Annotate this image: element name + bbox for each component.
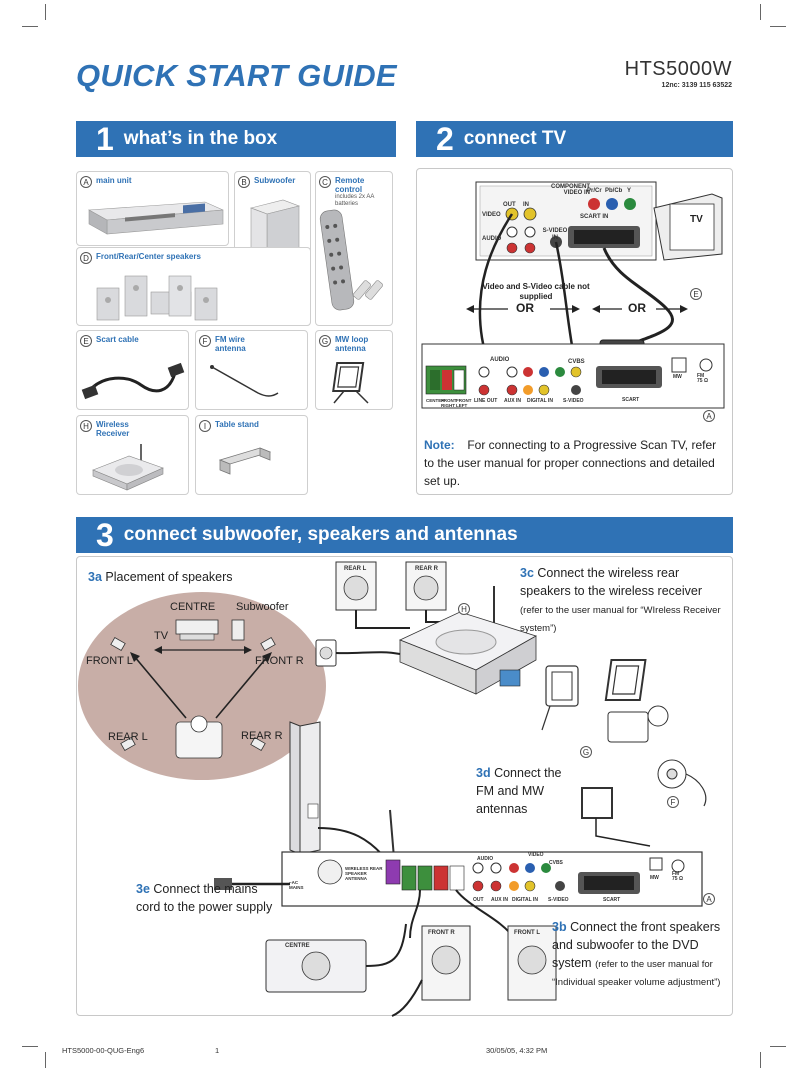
badge-icon: H (80, 420, 92, 432)
table-stand-illustration (218, 447, 272, 475)
badge-icon: G (580, 746, 592, 758)
section-title: connect subwoofer, speakers and antennas (123, 524, 518, 545)
crop-mark (760, 1052, 761, 1068)
section-number: 2 (436, 120, 454, 157)
step-3b: 3b Connect the front speakers and subwoo… (552, 920, 721, 988)
main-connection-diagram (214, 721, 703, 939)
badge-icon: F (667, 796, 679, 808)
scart-cable-illustration (81, 362, 185, 400)
badge-icon: D (80, 252, 92, 264)
crop-mark (760, 4, 761, 20)
crop-mark (45, 1052, 46, 1068)
footer-date: 30/05/05, 4:32 PM (486, 1046, 548, 1055)
badge-icon: C (319, 176, 331, 188)
note-text: For connecting to a Progressive Scan TV,… (424, 438, 717, 488)
section-1-header: 1 what’s in the box (76, 121, 396, 157)
crop-mark (770, 26, 786, 27)
section-title: connect TV (463, 128, 567, 149)
step-3c: 3c Connect the wireless rear speakers to… (520, 566, 721, 634)
front-speakers-diagram (265, 923, 557, 1017)
note-label: Note: (424, 438, 455, 452)
section-number: 1 (96, 120, 114, 157)
tv-label: TV (690, 214, 703, 225)
or-label: OR (628, 301, 646, 315)
mw-loop-antenna-illustration (332, 362, 369, 404)
step-3e: 3e Connect the mains cord to the power s… (136, 882, 273, 914)
page-title: QUICK START GUIDE (76, 58, 397, 93)
model-number: HTS5000W (624, 58, 732, 80)
connect-tv-diagram (421, 181, 725, 409)
section-2-header: 2 connect TV (416, 121, 733, 157)
step-3d: 3d Connect the FM and MW antennas (476, 766, 562, 816)
remote-control-illustration (319, 209, 383, 311)
wireless-receiver-illustration (92, 444, 164, 491)
crop-mark (22, 1046, 38, 1047)
badge-icon: E (690, 288, 702, 300)
badge-icon: I (199, 420, 211, 432)
fm-antenna-illustration (210, 365, 279, 397)
main-unit-illustration (87, 201, 224, 235)
badge-icon: A (703, 410, 715, 422)
badge-icon: B (238, 176, 250, 188)
footer-file: HTS5000-00-QUG-Eng6 (62, 1046, 145, 1055)
badge-icon: G (319, 335, 331, 347)
footer-page: 1 (215, 1046, 220, 1055)
crop-mark (770, 1046, 786, 1047)
product-code: 12nc: 3139 115 63522 (661, 82, 732, 89)
wireless-connection-diagram (315, 561, 537, 695)
badge-icon: A (703, 893, 715, 905)
speakers-illustration (96, 275, 218, 321)
step-3a: 3a Placement of speakers (88, 570, 233, 584)
crop-mark (22, 26, 38, 27)
badge-icon: A (80, 176, 92, 188)
badge-icon: E (80, 335, 92, 347)
note: Note: For connecting to a Progressive Sc… (424, 436, 724, 490)
or-label: OR (516, 301, 534, 315)
section-title: what’s in the box (123, 128, 278, 149)
speaker-placement-diagram (78, 592, 326, 780)
badge-icon: F (199, 335, 211, 347)
section-number: 3 (96, 516, 114, 553)
crop-mark (45, 4, 46, 20)
section-3-header: 3 connect subwoofer, speakers and antenn… (76, 517, 733, 553)
cable-note: Video and S-Video cable not supplied (482, 282, 590, 301)
badge-icon: H (458, 603, 470, 615)
antenna-diagram (541, 659, 707, 847)
